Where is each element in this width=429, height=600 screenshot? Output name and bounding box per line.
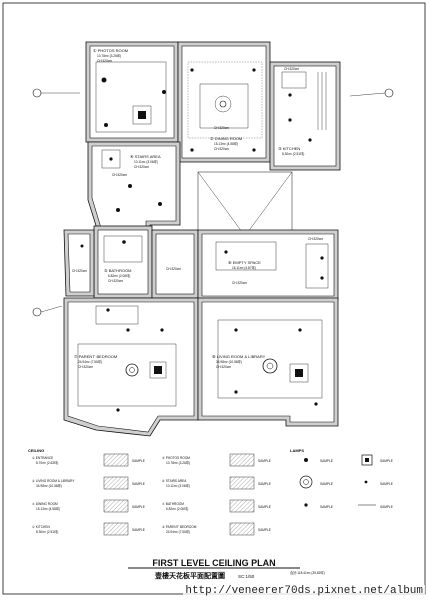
legend-item-4: ④ KITCHEN 8.30m² (2.51坪) SAMPLE [32,522,145,536]
section-marker-left [32,88,80,317]
room-label-kitchen: ③ KITCHEN [278,146,300,151]
legend-lamps: LAMPS SAMPLE SAMPLE SAMPLE SAMPLE SAMPLE… [290,448,393,509]
room-area-parents: 24.94m² (7.55坪) [78,359,102,364]
legend-item-7: ⑦ BATHROOM 6.82m² (2.06坪) SAMPLE [162,499,271,513]
svg-text:SAMPLE: SAMPLE [258,482,271,486]
svg-text:10.11m² (3.06坪): 10.11m² (3.06坪) [166,483,190,488]
corridor-ch: CH:320cm [72,269,87,273]
room-ch-photos: CH:320cm [97,59,112,63]
legend-item-1: ① ENTRANCE 8.70m² (2.63坪) SAMPLE [32,453,145,467]
room-label-parents: ⑦ PARENT' BEDROOM [74,354,117,359]
parents-bedroom: ⑦ PARENT' BEDROOM 24.94m² (7.55坪) CH:320… [63,297,199,437]
empty-space: CH:320cm ⑥ EMPTY SPACE 16.11m² (4.87坪) C… [197,229,339,301]
lamp-square-sample: SAMPLE [361,454,393,466]
legend-item-2: ② LIVING ROOM & LIBRARY 34.98m² (10.58坪)… [32,476,145,490]
room-area-kitchen: 8.30m² (2.51坪) [282,151,304,156]
lamp-wall-sample: SAMPLE [304,503,333,509]
section-marker-right [349,88,394,98]
svg-text:SAMPLE: SAMPLE [320,482,333,486]
hall-ch: CH:320cm [166,267,181,271]
room-ch-living: CH:320cm [216,365,231,369]
room-ch-bathroom: CH:320cm [108,279,123,283]
room-ch-parents: CH:320cm [78,365,93,369]
kitchen: CH:320cm ③ KITCHEN 8.30m² (2.51坪) [269,61,341,171]
empty-ch-top: CH:320cm [308,237,323,241]
legend-item-8: ⑧ PARENT' BEDROOM 24.94m² (7.55坪) SAMPLE [162,522,271,536]
bathroom: ⑤ BATHROOM 6.82m² (2.06坪) CH:320cm [93,225,153,299]
svg-text:24.94m² (7.55坪): 24.94m² (7.55坪) [166,529,190,534]
svg-text:SAMPLE: SAMPLE [132,482,145,486]
legend-item-5: ⑤ PHOTOS ROOM 10.78m² (3.26坪) SAMPLE [162,453,271,467]
room-ch-empty: CH:320cm [232,281,247,285]
svg-text:10.78m² (3.26坪): 10.78m² (3.26坪) [166,460,190,465]
svg-text:⑧ PARENT' BEDROOM: ⑧ PARENT' BEDROOM [162,525,197,529]
svg-text:① ENTRANCE: ① ENTRANCE [32,456,53,460]
room-area-dining: 15.13m² (4.58坪) [214,141,238,146]
photos-room: ① PHOTOS ROOM 10.78m² (3.26坪) CH:320cm [85,41,179,143]
svg-text:8.70m² (2.63坪): 8.70m² (2.63坪) [36,460,58,465]
svg-text:SAMPLE: SAMPLE [132,528,145,532]
legend-lamps-heading: LAMPS [290,448,304,453]
lamp-pendant-sample: SAMPLE [299,475,333,489]
room-ch2-stairs: CH:320cm [134,165,149,169]
svg-text:⑤ PHOTOS ROOM: ⑤ PHOTOS ROOM [162,456,190,460]
stairs-area: CH:320cm ④ STAIRS AREA 10.11m² (3.06坪) C… [87,141,181,233]
room-ch-dining: CH:320cm [214,147,229,151]
svg-text:⑦ BATHROOM: ⑦ BATHROOM [162,502,184,506]
room-label-dining: ② DINING ROOM [210,136,242,141]
room-ch-kitchen: CH:320cm [284,67,299,71]
lamp-downlight-sample: SAMPLE [304,458,333,463]
svg-text:SAMPLE: SAMPLE [258,505,271,509]
room-label-empty: ⑥ EMPTY SPACE [228,260,261,265]
svg-text:15.13m² (4.58坪): 15.13m² (4.58坪) [36,506,60,511]
room-ch-stairs: CH:320cm [112,173,127,177]
legend-item-6: ⑥ STAIRS AREA 10.11m² (3.06坪) SAMPLE [162,476,271,490]
dining-room: ② DINING ROOM 15.13m² (4.58坪) CH:320cm C… [177,41,271,163]
living-room: ⑧ LIVING ROOM & LIBRARY 34.98m² (10.58坪)… [197,297,339,427]
room-label-living: ⑧ LIVING ROOM & LIBRARY [212,354,266,359]
svg-text:SAMPLE: SAMPLE [380,505,393,509]
room-label-stairs: ④ STAIRS AREA [130,154,161,159]
drawing-title: FIRST LEVEL CEILING PLAN [152,558,275,568]
room-area-empty: 16.11m² (4.87坪) [232,265,256,270]
room-ch2-dining: CH:320cm [214,126,229,130]
room-label-photos: ① PHOTOS ROOM [93,48,128,53]
svg-text:6.82m² (2.06坪): 6.82m² (2.06坪) [166,506,188,511]
drawing-total-area: 合計:118.41m² (35.82坪) [290,570,325,575]
svg-text:③ DINING ROOM: ③ DINING ROOM [32,502,58,506]
svg-text:34.98m² (10.58坪): 34.98m² (10.58坪) [36,483,62,488]
svg-text:SAMPLE: SAMPLE [320,459,333,463]
svg-text:SAMPLE: SAMPLE [132,459,145,463]
lamp-small-sample: SAMPLE [364,480,393,486]
room-label-bathroom: ⑤ BATHROOM [104,268,132,273]
room-area-living: 34.98m² (10.58坪) [216,359,242,364]
svg-text:SAMPLE: SAMPLE [258,459,271,463]
legend-ceiling-heading: CEILING [28,448,44,453]
drawing-subtitle: 壹樓天花板平面配置圖 [155,571,225,580]
lamp-strip-sample: SAMPLE [358,504,393,509]
legend-item-3: ③ DINING ROOM 15.13m² (4.58坪) SAMPLE [32,499,145,513]
watermark-url: http://veneerer70ds.pixnet.net/album [183,585,425,597]
drawing-scale: SC:1/50 [238,574,255,579]
svg-text:SAMPLE: SAMPLE [132,505,145,509]
room-area-photos: 10.78m² (3.26坪) [97,53,121,58]
svg-text:SAMPLE: SAMPLE [380,482,393,486]
room-area-bathroom: 6.82m² (2.06坪) [108,273,130,278]
svg-text:SAMPLE: SAMPLE [320,505,333,509]
room-area-stairs: 10.11m² (3.06坪) [134,159,158,164]
svg-text:SAMPLE: SAMPLE [258,528,271,532]
svg-text:② LIVING ROOM & LIBRARY: ② LIVING ROOM & LIBRARY [32,479,75,483]
title-block: FIRST LEVEL CEILING PLAN 壹樓天花板平面配置圖 SC:1… [128,558,325,580]
svg-text:④ KITCHEN: ④ KITCHEN [32,525,50,529]
svg-text:⑥ STAIRS AREA: ⑥ STAIRS AREA [162,479,187,483]
svg-text:SAMPLE: SAMPLE [380,459,393,463]
svg-text:8.30m² (2.51坪): 8.30m² (2.51坪) [36,529,58,534]
legend-ceiling: CEILING ① ENTRANCE 8.70m² (2.63坪) SAMPLE… [28,448,271,536]
